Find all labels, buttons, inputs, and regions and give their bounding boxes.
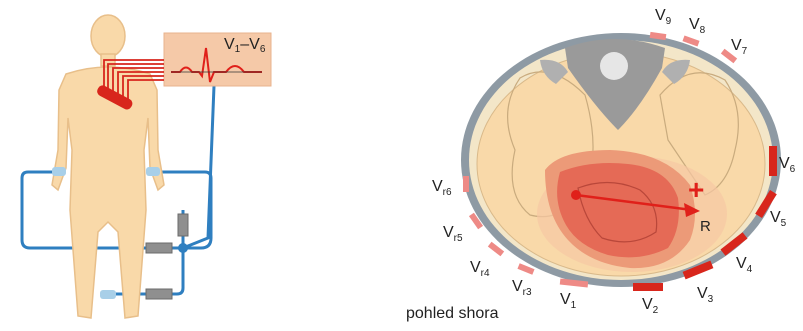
label-v5: V5 (770, 209, 787, 229)
label-v6: V6 (779, 155, 796, 175)
right-panel: + R V1 V2 V3 V4 V5 V6 V7 (406, 7, 796, 322)
plug-vertical (178, 214, 188, 236)
label-v2: V2 (642, 296, 659, 316)
electrode-v2 (633, 283, 663, 291)
monitor-box: V1–V6 (164, 33, 271, 86)
label-v4: V4 (736, 255, 753, 275)
cable-junction (178, 243, 188, 253)
label-v8: V8 (689, 16, 706, 36)
label-vr5: Vr5 (443, 224, 463, 244)
electrode-vr6 (463, 176, 469, 192)
left-ankle-electrode (100, 290, 116, 299)
label-v7: V7 (731, 37, 748, 57)
left-panel: V1–V6 (22, 15, 271, 318)
label-v9: V9 (655, 7, 672, 27)
plus-sign: + (688, 174, 704, 205)
label-v1: V1 (560, 291, 577, 311)
plug-middle (146, 243, 172, 253)
left-wrist-electrode (146, 167, 160, 176)
plug-bottom (146, 289, 172, 299)
view-caption: pohled shora (406, 305, 499, 322)
label-v3: V3 (697, 285, 714, 305)
right-wrist-electrode (52, 167, 66, 176)
label-vr6: Vr6 (432, 178, 452, 198)
label-vr3: Vr3 (512, 278, 532, 298)
label-vr4: Vr4 (470, 259, 490, 279)
vector-label: R (700, 218, 711, 235)
electrode-v6 (769, 146, 777, 176)
monitor-label: V1–V6 (224, 36, 266, 55)
